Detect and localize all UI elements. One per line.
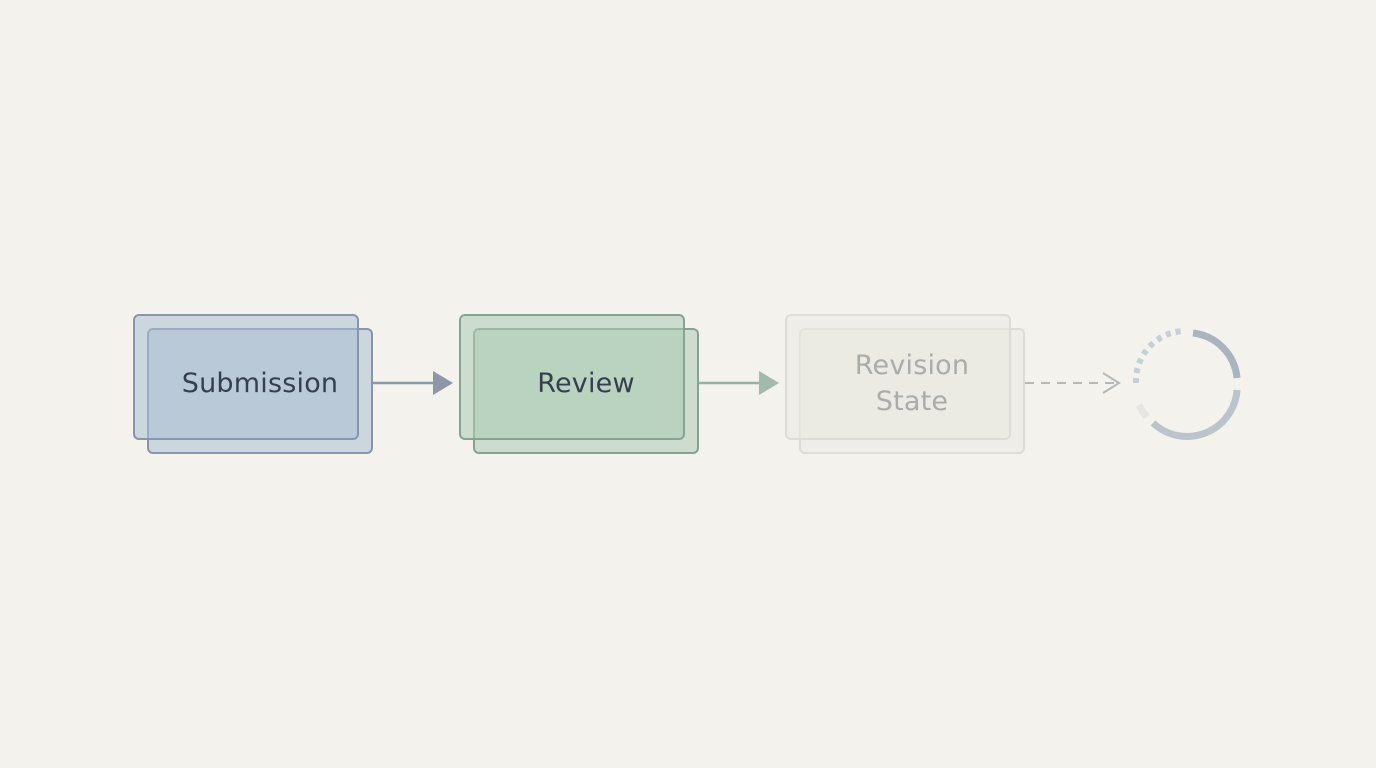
revision-state-label: Revision State <box>854 350 970 417</box>
review-label: Review <box>537 368 635 399</box>
submission-card-front <box>133 314 359 440</box>
arrow-review-to-revision <box>699 371 779 395</box>
revision-card-front <box>785 314 1011 440</box>
arrowhead-icon <box>433 371 453 395</box>
arrow-submission-to-review <box>373 371 453 395</box>
loading-ring-icon <box>1132 328 1241 440</box>
arrow-revision-to-pending <box>1025 372 1121 394</box>
open-arrowhead-icon <box>1102 372 1121 394</box>
submission-label: Submission <box>181 368 339 399</box>
review-card-front <box>459 314 685 440</box>
arrowhead-icon <box>759 371 779 395</box>
